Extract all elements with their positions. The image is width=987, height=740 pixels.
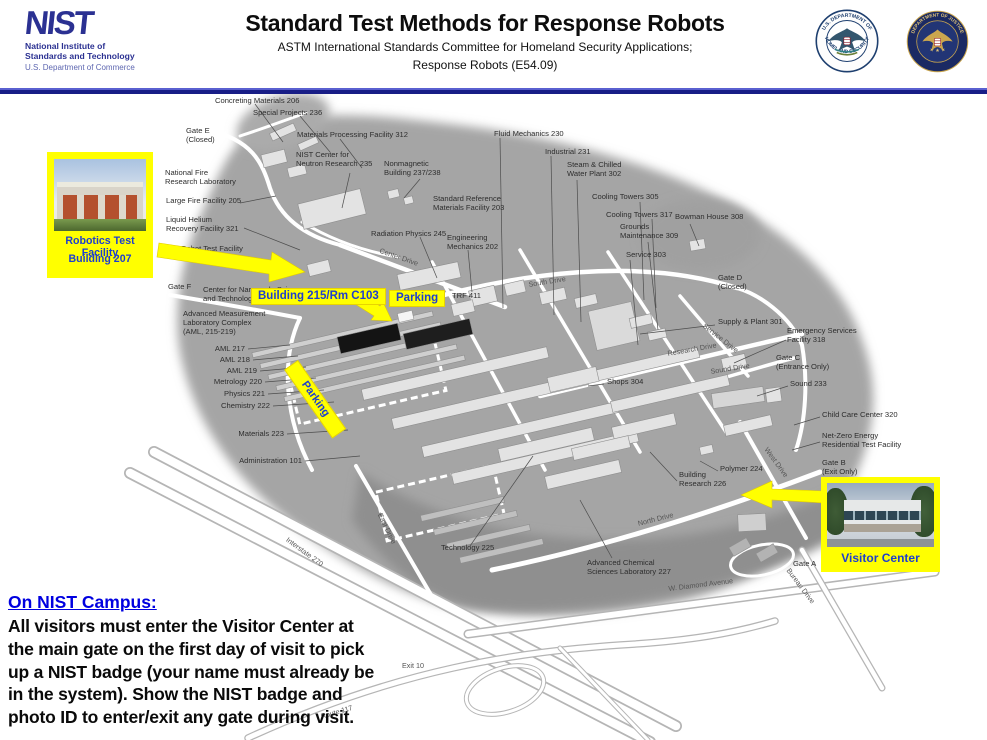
note-heading: On NIST Campus: [8,592,157,612]
map-label: National Fire Research Laboratory [165,168,236,186]
road-label: Bureau Drive [784,566,818,606]
header: NIST National Institute of Standards and… [0,0,987,88]
doj-seal: DEPARTMENT OF JUSTICE ★ ★ ★ [906,10,969,73]
robotics-facility-photo [54,159,146,231]
photo-pavement [827,538,934,547]
photo-building [844,499,922,532]
road-label: Interstate 270 [284,535,326,569]
map-label: Gate E (Closed) [186,126,215,144]
building215-callout: Building 215/Rm C103 [251,288,386,305]
note-body: All visitors must enter the Visitor Cent… [8,616,374,727]
map-label: Engineering Mechanics 202 [447,233,499,251]
map-label: TRF 411 [452,291,481,300]
dhs-eagle-icon [828,28,866,56]
map-label: Materials Processing Facility 312 [297,130,408,139]
map-label: Service 303 [626,250,667,259]
doj-eagle-icon [922,29,953,51]
map-label: Special Projects 236 [253,108,323,117]
map-label: Large Fire Facility 205 [166,196,242,205]
map-label: Materials 223 [238,429,284,438]
road-label: West Drive [762,445,791,480]
photo-garage-doors [62,195,138,219]
map-label: AML 217 [214,344,245,353]
photo-building [56,182,144,219]
nist-department: U.S. Department of Commerce [25,63,135,73]
map-label: Technology 225 [441,543,495,552]
photo-grass [54,218,146,231]
map-label: Advanced Chemical Sciences Laboratory 22… [587,558,672,576]
map-label: Bowman House 308 [675,212,744,221]
map-label: Radiation Physics 245 [371,229,447,238]
header-divider [0,88,987,94]
label-leader-lines [239,103,821,559]
perimeter-roads [124,446,940,740]
road-label: Sound Drive [709,360,751,376]
map-label: Standard Reference Materials Facility 20… [433,194,505,212]
map-label: Administration 101 [239,456,302,465]
subtitle-line2: Response Robots (E54.09) [412,58,558,72]
map-label: Sound 233 [790,379,827,388]
map-label: Net-Zero Energy Residential Test Facilit… [822,431,902,449]
dhs-seal: U.S. DEPARTMENT OF HOMELAND SECURITY [815,9,879,73]
map-label: Fluid Mechanics 230 [494,129,564,138]
photo-windows [844,510,922,521]
map-label: Polymer 224 [720,464,763,473]
road-label: Center Drive [378,246,420,268]
title-block: Standard Test Methods for Response Robot… [195,10,775,73]
map-label: Physics 221 [224,389,265,398]
nist-wordmark: NIST [23,4,95,41]
map-label: Grounds Maintenance 309 [620,222,679,240]
subtitle-line1: ASTM International Standards Committee f… [277,40,693,54]
map-label: Gate B (Exit Only) [822,458,858,476]
map-label: Cooling Towers 317 [606,210,673,219]
map-label: Shops 304 [607,377,644,386]
visitor-callout-label: Visitor Center [841,551,920,565]
map-label: Emergency Services Facility 318 [787,326,857,344]
map-label: AML 219 [226,366,257,375]
map-label: Robot Test Facility [181,244,243,253]
map-label: Gate C (Entrance Only) [776,353,830,371]
photo-stone-base [844,523,922,532]
road-label: Exit 10 [402,661,424,670]
map-label: Supply & Plant 301 [718,317,783,326]
road-label: Research Drive [666,340,718,358]
map-label: AML 218 [219,355,250,364]
visitor-instructions: On NIST Campus: All visitors must enter … [8,592,408,729]
svg-text:★ ★ ★: ★ ★ ★ [929,47,947,54]
map-label: Cooling Towers 305 [592,192,659,201]
road-label: South Drive [527,274,567,289]
road-label: North Drive [636,510,675,528]
map-label: Metrology 220 [213,377,262,386]
nist-agency-name: National Institute of Standards and Tech… [25,40,135,62]
map-label: Concreting Materials 206 [215,96,300,105]
map-label: Industrial 231 [545,147,591,156]
road-label: East Drive [375,511,399,546]
page-title: Standard Test Methods for Response Robot… [245,10,725,36]
map-label: Child Care Center 320 [822,410,898,419]
map-label: Nonmagnetic Building 237/238 [384,159,441,177]
campus-buildings [251,122,783,564]
robotics-callout-line1: Robotics Test Facility [65,235,135,259]
visitor-center-photo [827,483,934,547]
parking-callout-upper: Parking [389,290,446,307]
map-label: Gate A [793,559,817,568]
visitor-center-callout: Visitor Center [821,477,940,572]
map-label: Gate D (Closed) [718,273,747,291]
map-label: Chemistry 222 [221,401,270,410]
nist-logo: NIST National Institute of Standards and… [23,4,135,73]
map-label: Gate F [168,282,192,291]
map-label: NIST Center for Neutron Research 235 [296,150,373,168]
map-label: Building Research 226 [679,470,727,488]
road-label: W. Diamond Avenue [667,576,734,593]
robotics-facility-callout: Robotics Test Facility Building 207 [47,152,153,278]
map-label: Liquid Helium Recovery Facility 321 [166,215,239,233]
map-label: Advanced Measurement Laboratory Complex … [183,309,266,336]
robotics-callout-line2: Building 207 [68,253,132,265]
photo-tree-left [827,488,849,536]
map-label: Steam & Chilled Water Plant 302 [567,160,622,178]
